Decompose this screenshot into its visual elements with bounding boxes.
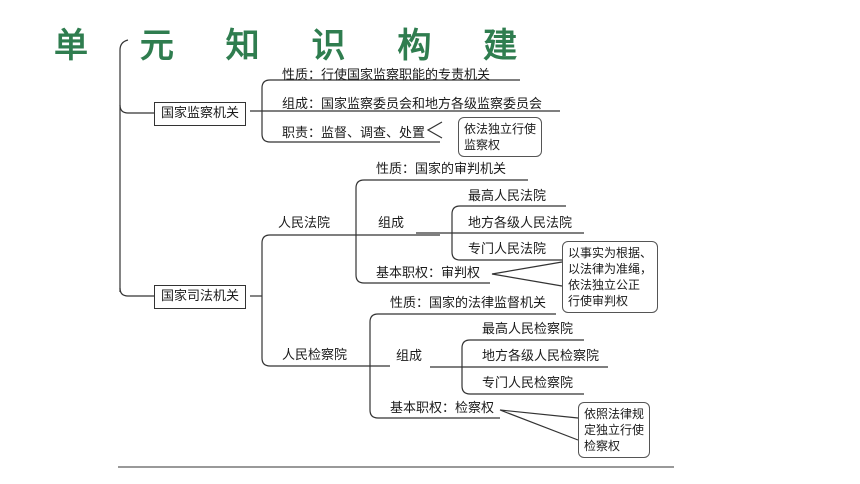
court-power: 基本职权：审判权	[376, 266, 481, 281]
court-member-local: 地方各级人民法院	[468, 216, 573, 231]
court-member-supreme: 最高人民法院	[468, 189, 547, 204]
jiancha-nature: 性质：行使国家监察职能的专责机关	[282, 68, 491, 83]
jiancha-duty: 职责：监督、调查、处置	[282, 126, 426, 141]
procuratorate-composition-label: 组成	[396, 349, 423, 364]
node-jiancha: 国家监察机关	[154, 102, 247, 126]
jiancha-note: 依法独立行使 监察权	[458, 117, 543, 157]
court-nature: 性质：国家的审判机关	[376, 162, 507, 177]
procuratorate-member-special: 专门人民检察院	[482, 376, 574, 391]
procuratorate-label: 人民检察院	[282, 348, 348, 363]
procuratorate-power: 基本职权：检察权	[390, 401, 495, 416]
page-title: 单 元 知 识 构 建	[54, 26, 538, 66]
bottom-divider	[118, 466, 674, 468]
node-sifa: 国家司法机关	[154, 285, 247, 309]
court-member-special: 专门人民法院	[468, 242, 547, 257]
court-note: 以事实为根据、 以法律为准绳， 依法独立公正 行使审判权	[562, 241, 659, 313]
procuratorate-nature: 性质：国家的法律监督机关	[390, 296, 547, 311]
procuratorate-note: 依照法律规 定独立行使 检察权	[578, 402, 651, 458]
procuratorate-member-local: 地方各级人民检察院	[482, 349, 600, 364]
jiancha-composition: 组成：国家监察委员会和地方各级监察委员会	[282, 97, 543, 112]
procuratorate-member-supreme: 最高人民检察院	[482, 322, 574, 337]
court-label: 人民法院	[278, 216, 331, 231]
court-composition-label: 组成	[378, 216, 405, 231]
